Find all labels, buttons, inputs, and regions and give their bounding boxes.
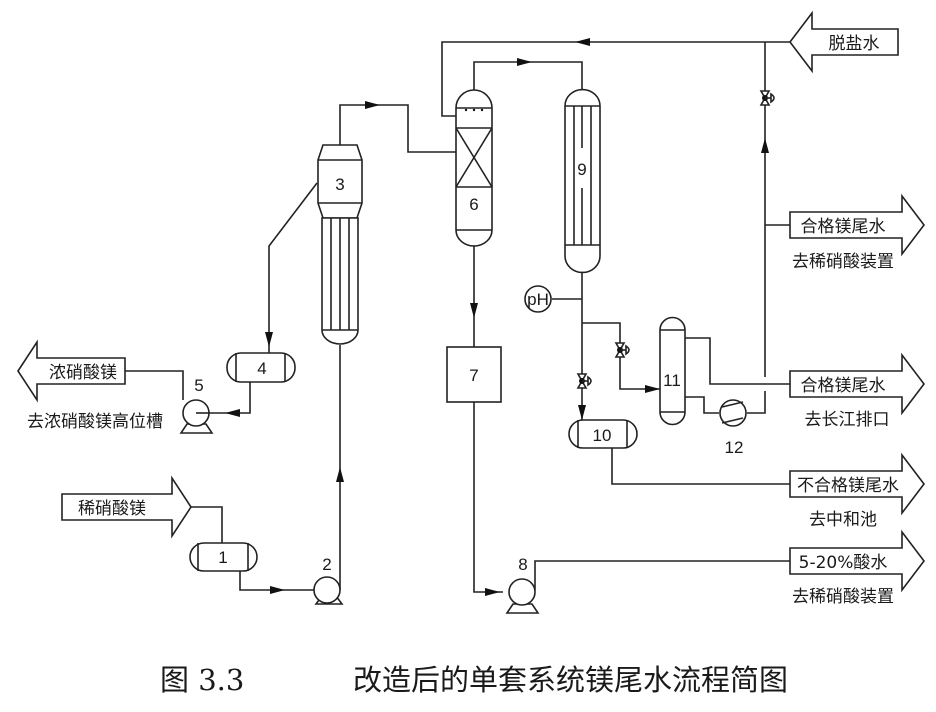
- pump-12[interactable]: 12: [719, 399, 747, 457]
- equipment-number: 2: [322, 555, 331, 574]
- flow-arrow-left: [575, 38, 590, 46]
- stream-destination: 去中和池: [809, 510, 877, 530]
- pipe-11-to-qualified-outlet-2: [685, 337, 790, 385]
- stream-unqualified-tail-water[interactable]: 不合格镁尾水 去中和池: [789, 452, 926, 530]
- ph-label: pH: [527, 290, 549, 309]
- pipe-feed-to-1: [190, 506, 223, 543]
- flow-arrow-down: [265, 332, 273, 347]
- pipe-11-to-12: [685, 396, 719, 414]
- pipe-3-to-6: [339, 104, 456, 153]
- stream-destination: 去浓硝酸镁高位槽: [27, 412, 163, 432]
- equipment-number: 4: [257, 359, 266, 378]
- pipe-6-to-9: [473, 61, 583, 90]
- equipment-number: 1: [218, 548, 227, 567]
- stream-destination: 去稀硝酸装置: [792, 252, 894, 272]
- tank-1[interactable]: 1: [189, 542, 258, 572]
- stream-dilute-mg-nitrate[interactable]: 稀硝酸镁: [61, 475, 192, 539]
- stream-destination: 去稀硝酸装置: [792, 587, 894, 607]
- figure-number: 图 3.3: [160, 663, 244, 697]
- stream-label: 脱盐水: [829, 34, 880, 54]
- equipment-number: 7: [469, 366, 478, 385]
- equipment-number: 3: [335, 175, 344, 194]
- stream-label: 不合格镁尾水: [797, 476, 899, 496]
- pipe-4-to-5: [200, 382, 251, 414]
- control-valve[interactable]: [576, 373, 592, 389]
- flow-arrow-right: [365, 101, 380, 109]
- pipe-12-riser: [747, 391, 766, 414]
- figure-title: 改造后的单套系统镁尾水流程简图: [353, 663, 788, 697]
- flow-arrow-right: [517, 58, 532, 66]
- stream-conc-mg-nitrate[interactable]: 浓硝酸镁 去浓硝酸镁高位槽: [17, 339, 163, 432]
- stream-acid-water[interactable]: 5-20%酸水 去稀硝酸装置: [789, 529, 926, 607]
- flow-arrow-down: [470, 303, 478, 318]
- flow-arrow-right: [270, 586, 285, 594]
- pump-5[interactable]: 5: [179, 376, 214, 434]
- flow-arrow-up: [761, 138, 769, 153]
- stream-label: 稀硝酸镁: [78, 499, 146, 519]
- equipment-number: 9: [577, 160, 586, 179]
- stream-qualified-tail-water-2[interactable]: 合格镁尾水 去长江排口: [789, 352, 926, 430]
- ph-indicator[interactable]: pH: [524, 285, 552, 313]
- flow-arrow-right: [485, 588, 500, 596]
- stream-desalted-water[interactable]: 脱盐水: [788, 10, 899, 74]
- pipe-7-to-8: [473, 402, 503, 593]
- unit-7[interactable]: 7: [446, 346, 502, 403]
- control-valve[interactable]: [614, 342, 630, 358]
- packed-column-6[interactable]: 6: [455, 89, 493, 247]
- flow-arrows: [225, 38, 769, 596]
- heat-exchanger-9[interactable]: 9: [564, 88, 601, 274]
- stream-label: 浓硝酸镁: [49, 363, 117, 383]
- pipe-5-to-conc-outlet: [125, 370, 184, 400]
- evaporator-3[interactable]: 3: [317, 144, 363, 345]
- pump-8[interactable]: 8: [505, 555, 540, 614]
- flow-arrow-left: [225, 409, 240, 417]
- stream-qualified-tail-water-1[interactable]: 合格镁尾水 去稀硝酸装置: [789, 193, 926, 272]
- pipe-desalted-header: [441, 41, 790, 117]
- control-valve[interactable]: [759, 90, 775, 106]
- equipment-number: 10: [593, 426, 612, 445]
- equipment-number: 12: [725, 438, 744, 457]
- vessel-11[interactable]: 11: [659, 316, 686, 426]
- stream-destination: 去长江排口: [805, 410, 890, 430]
- stream-label: 5-20%酸水: [799, 553, 888, 573]
- piping: [125, 41, 790, 593]
- figure-caption: 图 3.3 改造后的单套系统镁尾水流程简图: [160, 663, 788, 697]
- pump-2[interactable]: 2: [313, 555, 344, 605]
- tank-10[interactable]: 10: [568, 419, 638, 449]
- equipment-number: 5: [194, 376, 203, 395]
- pipe-1-to-2: [239, 570, 315, 591]
- pipe-10-to-unqualified-outlet: [611, 448, 790, 485]
- equipment-number: 11: [663, 371, 681, 390]
- flow-arrow-right: [645, 385, 660, 393]
- flow-arrow-down: [578, 405, 586, 420]
- stream-label: 合格镁尾水: [801, 376, 886, 396]
- equipment-number: 6: [469, 195, 478, 214]
- pipe-8-to-acid-outlet: [534, 560, 790, 590]
- tank-4[interactable]: 4: [226, 352, 296, 383]
- equipment-number: 8: [518, 555, 527, 574]
- pipe-3-to-4: [268, 182, 318, 353]
- flow-arrow-up: [336, 467, 344, 482]
- stream-label: 合格镁尾水: [801, 217, 886, 237]
